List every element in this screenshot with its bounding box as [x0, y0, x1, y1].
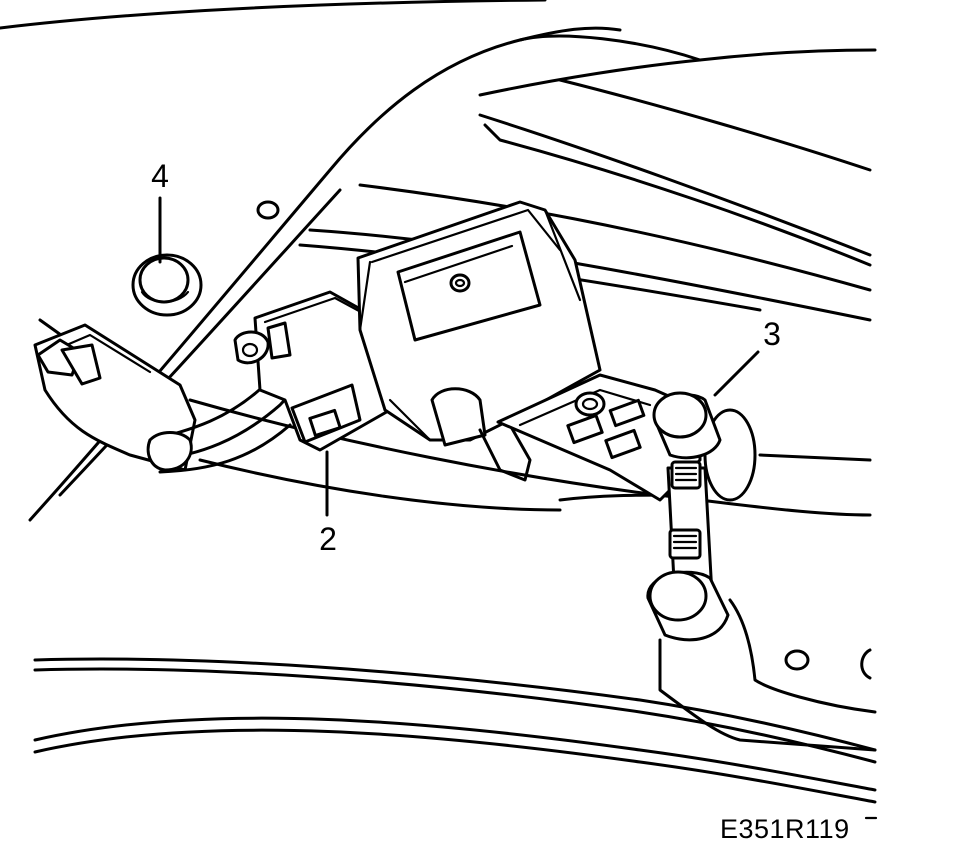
linkage-arm	[496, 373, 757, 642]
callout-number-4: 4	[151, 158, 169, 194]
callout-number-2: 2	[319, 521, 337, 557]
leader-line-3	[713, 350, 760, 397]
wiring-harness	[33, 318, 317, 474]
grommet-plug	[131, 253, 203, 317]
sensor-housing	[356, 200, 602, 482]
callout-number-3: 3	[763, 316, 781, 352]
leader-lines	[158, 196, 760, 517]
connector	[233, 290, 392, 452]
figure-code: E351R119	[720, 814, 850, 844]
